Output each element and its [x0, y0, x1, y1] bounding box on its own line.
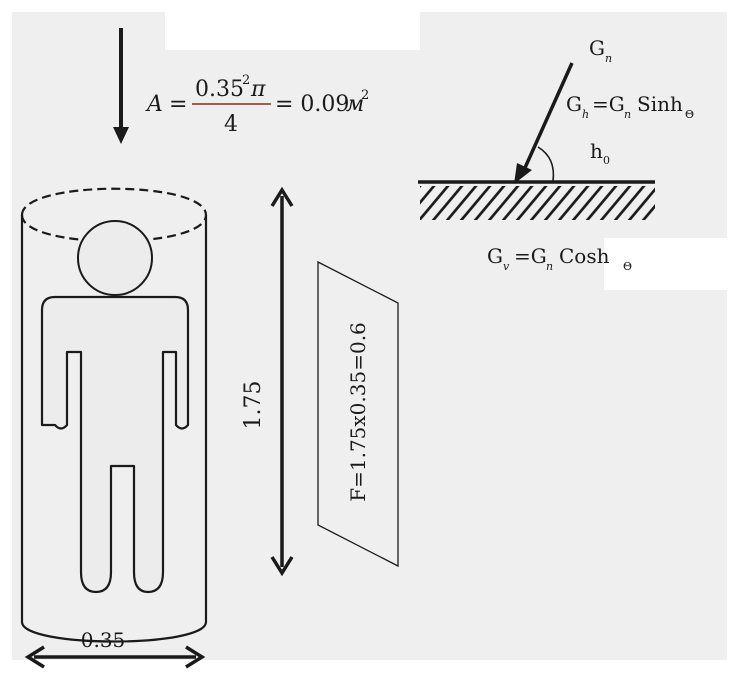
human-figure-icon [40, 220, 190, 594]
formula-denominator: 4 [224, 112, 238, 137]
svg-text:G: G [487, 244, 503, 268]
formula-unit: м [346, 92, 364, 117]
white-patch-right [604, 238, 727, 290]
svg-text:Sinh: Sinh [637, 92, 683, 116]
svg-text:n: n [546, 260, 553, 273]
width-double-arrow-icon [24, 645, 206, 669]
formula-numerator-base: 0.35 [195, 77, 244, 102]
height-double-arrow-icon [270, 186, 294, 577]
svg-text:=G: =G [514, 244, 547, 268]
angle-arc [537, 146, 555, 182]
formula-result: = 0.09 [275, 92, 349, 117]
gh-formula: G h =G n Sinh Θ [566, 92, 694, 121]
svg-text:Θ: Θ [685, 108, 694, 121]
formula-equals: = [169, 92, 187, 117]
gn-label: G n [589, 36, 612, 65]
formula-numerator-exponent: 2 [242, 73, 250, 88]
svg-text:Cosh: Cosh [559, 244, 610, 268]
formula-lhs: A [145, 92, 163, 117]
svg-text:h: h [590, 139, 603, 163]
svg-text:0: 0 [603, 154, 610, 167]
svg-text:n: n [624, 108, 631, 121]
h0-label: h 0 [590, 139, 610, 167]
formula-pi: π [250, 77, 266, 102]
svg-text:h: h [582, 108, 589, 121]
svg-text:G: G [566, 92, 582, 116]
svg-text:n: n [605, 52, 612, 65]
frontal-area-parallelogram [317, 260, 399, 568]
down-arrow-icon [113, 28, 129, 144]
white-patch-top [165, 12, 420, 50]
gv-formula: G v =G n Cosh Θ [487, 244, 632, 273]
figure-body [40, 295, 190, 594]
radiation-arrow-icon [514, 62, 574, 184]
frontal-area-label: F=1.75x0.35=0.6 [346, 322, 370, 502]
svg-text:=G: =G [592, 92, 625, 116]
figure-head [77, 220, 153, 296]
svg-text:G: G [589, 36, 605, 60]
height-label: 1.75 [241, 381, 266, 430]
svg-text:v: v [503, 260, 510, 273]
hatched-ground-icon [418, 180, 655, 220]
area-formula: A = 0.35 2 π 4 = 0.09 м 2 [145, 73, 369, 137]
formula-unit-exponent: 2 [361, 88, 369, 103]
width-label: 0.35 [81, 628, 126, 652]
svg-text:Θ: Θ [623, 260, 632, 273]
